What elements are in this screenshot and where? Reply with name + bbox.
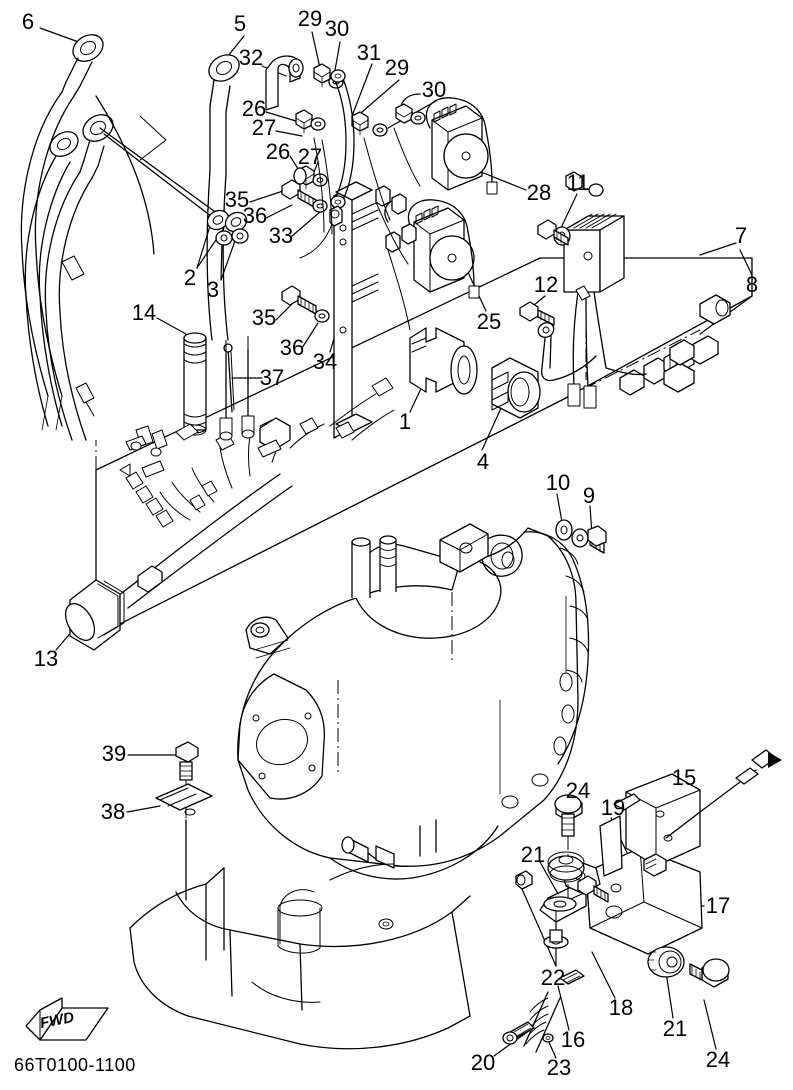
callout-30: 30 — [421, 77, 447, 102]
callout-4: 4 — [476, 449, 490, 474]
callout-21: 21 — [662, 1016, 688, 1041]
callout-7: 7 — [734, 223, 748, 248]
callout-25: 25 — [476, 309, 502, 334]
callout-8: 8 — [745, 272, 759, 297]
callout-5: 5 — [233, 11, 247, 36]
callout-12: 12 — [533, 272, 559, 297]
callout-3: 3 — [206, 277, 220, 302]
callout-9: 9 — [582, 483, 596, 508]
callout-6: 6 — [21, 9, 35, 34]
callout-39: 39 — [101, 741, 127, 766]
callout-38: 38 — [100, 799, 126, 824]
callout-26: 26 — [241, 96, 267, 121]
callout-18: 18 — [608, 995, 634, 1020]
callout-11: 11 — [566, 170, 590, 195]
callout-29: 29 — [297, 6, 323, 31]
callout-22: 22 — [540, 965, 566, 990]
callout-36: 36 — [279, 335, 305, 360]
callout-23: 23 — [546, 1055, 572, 1080]
callout-21: 21 — [520, 842, 546, 867]
callout-2: 2 — [183, 265, 197, 290]
callout-28: 28 — [526, 180, 552, 205]
callout-34: 34 — [312, 349, 338, 374]
callout-30: 30 — [324, 16, 350, 41]
callout-37: 37 — [259, 365, 285, 390]
callout-14: 14 — [131, 300, 157, 325]
callout-17: 17 — [705, 893, 731, 918]
callout-27: 27 — [297, 144, 323, 169]
callout-20: 20 — [470, 1050, 496, 1075]
diagram-code-label: 66T0100-1100 — [14, 1055, 136, 1075]
callout-27: 27 — [251, 115, 277, 140]
callout-36: 36 — [242, 203, 268, 228]
callout-15: 15 — [671, 765, 697, 790]
callout-1: 1 — [398, 409, 412, 434]
callout-19: 19 — [600, 795, 626, 820]
callout-32: 32 — [238, 45, 264, 70]
callout-35: 35 — [251, 305, 277, 330]
callout-31: 31 — [356, 40, 382, 65]
callout-10: 10 — [545, 470, 571, 495]
callout-16: 16 — [560, 1027, 586, 1052]
callout-24: 24 — [565, 778, 591, 803]
callout-33: 33 — [268, 223, 294, 248]
callout-35: 35 — [224, 187, 250, 212]
callout-26: 26 — [265, 139, 291, 164]
callout-13: 13 — [33, 646, 59, 671]
callout-24: 24 — [705, 1047, 731, 1072]
callout-29: 29 — [384, 55, 410, 80]
